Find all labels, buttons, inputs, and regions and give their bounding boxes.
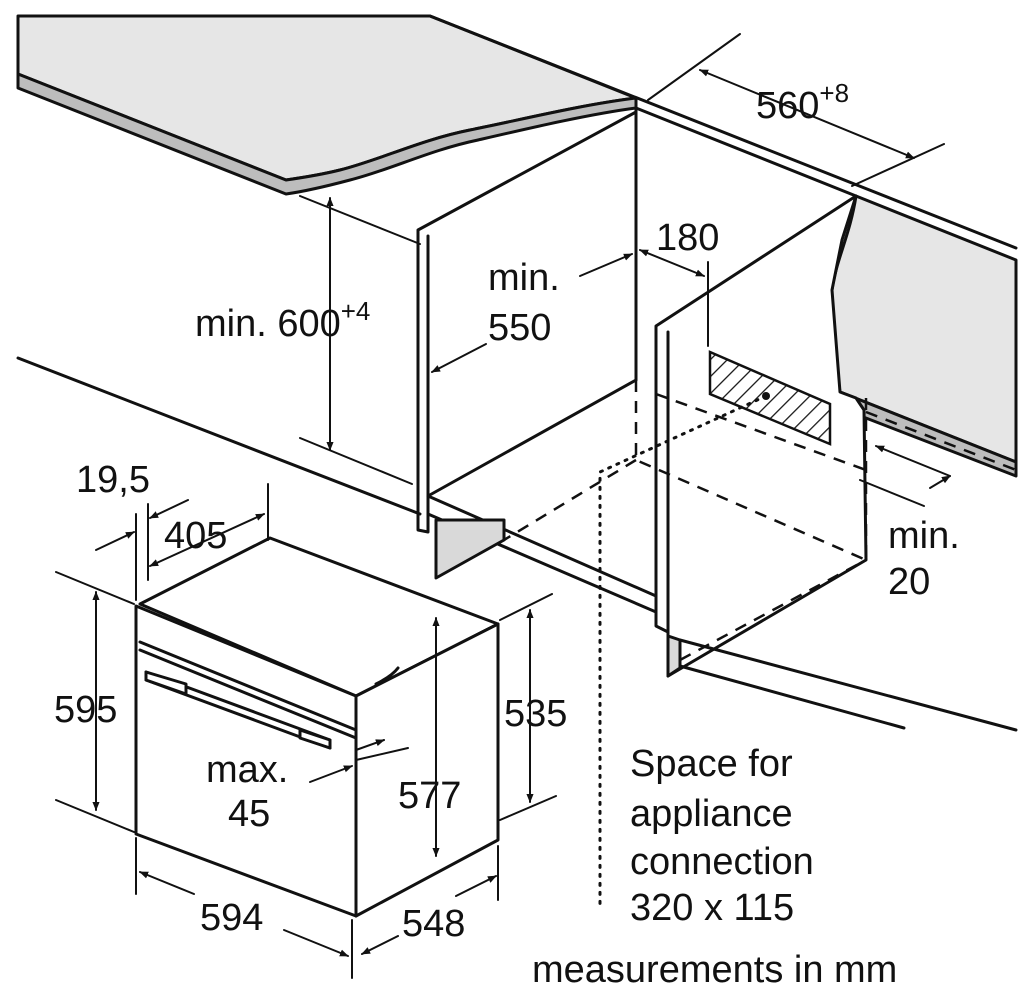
label-front-405: 405 [164, 515, 227, 557]
connection-space-note: Space for appliance connection 320 x 115 [630, 743, 814, 929]
space-note-line-4: 320 x 115 [630, 887, 794, 929]
label-width-560: 560+8 [756, 78, 849, 127]
label-height-535: 535 [504, 693, 567, 735]
label-width-594: 594 [200, 897, 263, 939]
connection-space-box [598, 350, 832, 912]
dimension-labels: 560+8 min. 600+4 min. 550 180 min. 20 19… [54, 78, 960, 945]
label-height-min-600: min. 600+4 [195, 296, 370, 345]
dimension-lines [55, 33, 951, 979]
units-note: measurements in mm [532, 949, 897, 991]
oven-appliance [134, 536, 500, 918]
label-depth-min: min. [488, 257, 560, 299]
countertop-left [16, 14, 638, 196]
label-height-577: 577 [398, 775, 461, 817]
space-note-line-1: Space for [630, 743, 793, 785]
label-side-20: 20 [888, 561, 930, 603]
label-handle-max: max. [206, 749, 288, 791]
label-gap-180: 180 [656, 217, 719, 259]
cabinet-niche [16, 110, 1018, 732]
label-height-595: 595 [54, 689, 117, 731]
space-note-line-2: appliance [630, 793, 793, 835]
label-side-min: min. [888, 515, 960, 557]
label-front-19-5: 19,5 [76, 459, 150, 501]
label-depth-548: 548 [402, 903, 465, 945]
label-depth-550: 550 [488, 307, 551, 349]
space-note-line-3: connection [630, 841, 814, 883]
countertop-right [830, 194, 1018, 478]
label-handle-45: 45 [228, 793, 270, 835]
